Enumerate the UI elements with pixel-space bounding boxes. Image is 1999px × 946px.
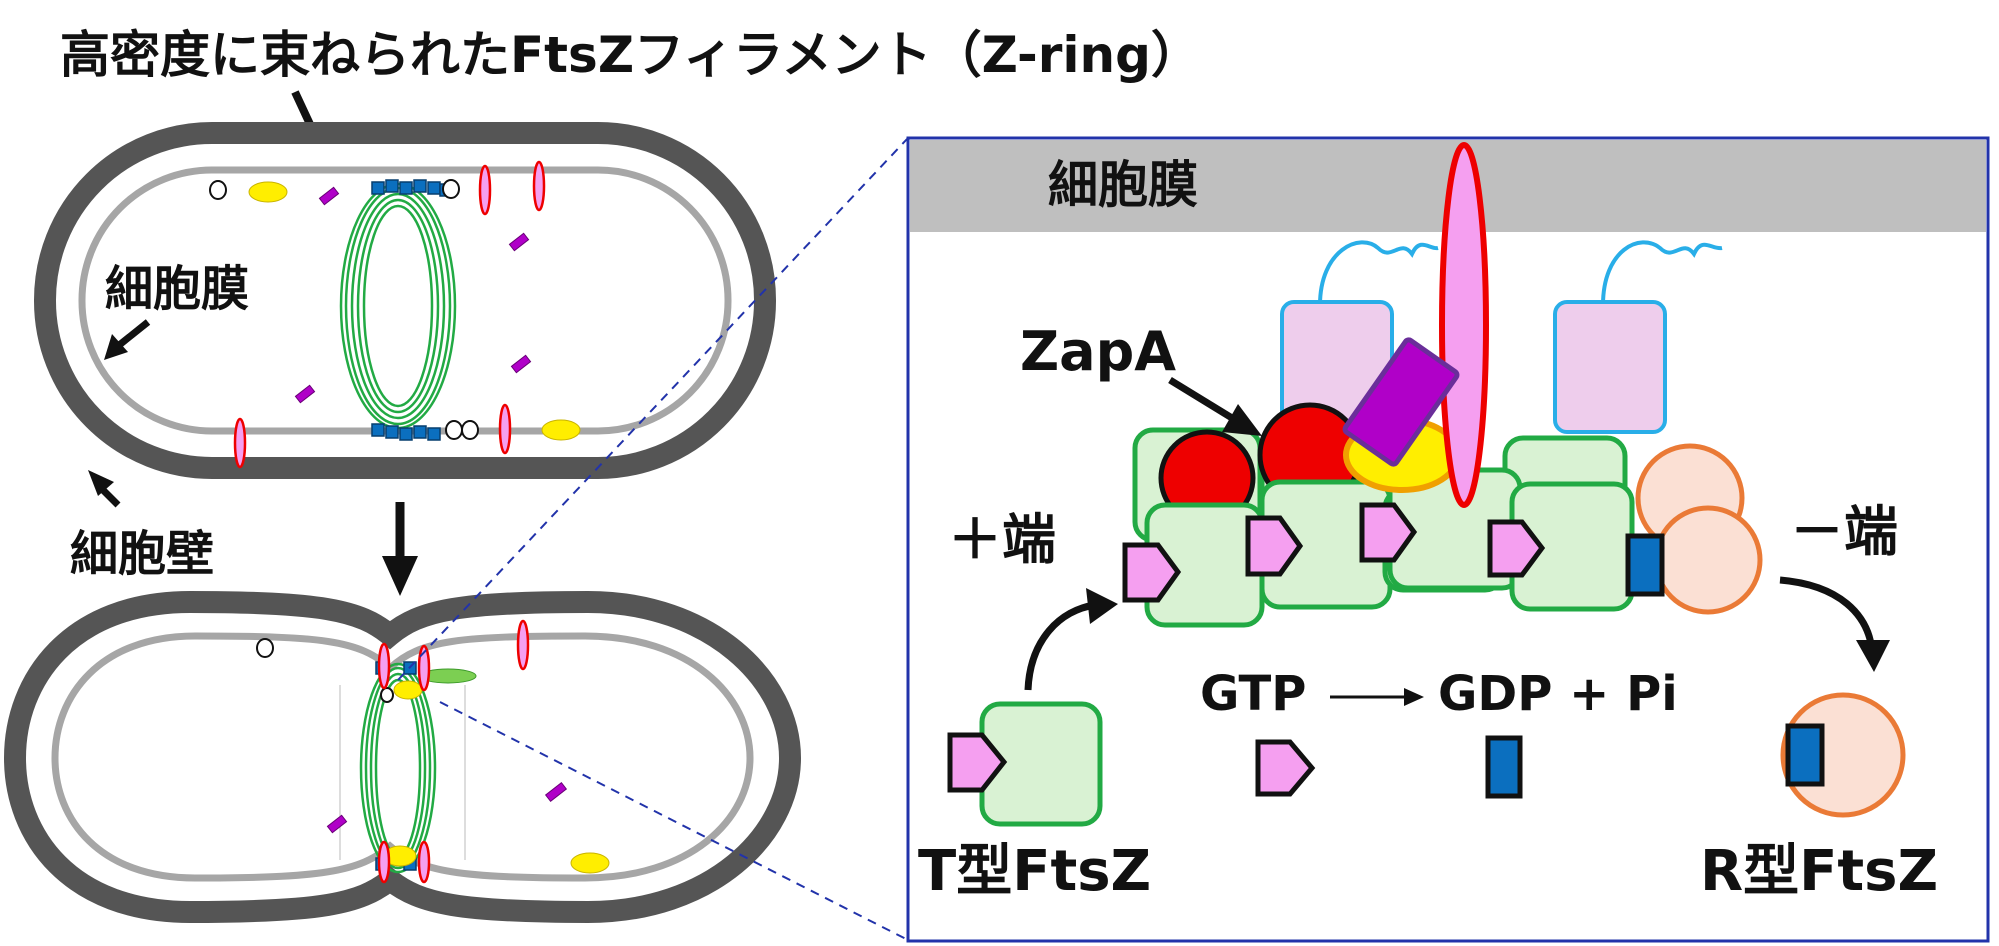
reaction-gtp: GTP xyxy=(1200,666,1306,722)
division-arrow-head xyxy=(382,556,418,596)
cell-wall-bottom xyxy=(3,590,802,924)
r-type-label: R型FtsZ xyxy=(1700,839,1938,904)
small-particles-bottom xyxy=(256,638,394,703)
figure-title: 高密度に束ねられたFtsZフィラメント（Z-ring） xyxy=(60,26,1201,84)
zoom-line-bottom xyxy=(439,701,909,941)
release-arrow xyxy=(1779,576,1876,651)
transmembrane-protein-detail xyxy=(1439,142,1489,508)
zapa-label: ZapA xyxy=(1020,320,1176,383)
membrane-label-left: 細胞膜 xyxy=(105,261,249,317)
transmembrane-proteins-bottom xyxy=(377,619,530,884)
binding-arrow xyxy=(1024,601,1096,691)
t-type-label: T型FtsZ xyxy=(918,839,1151,904)
gtp-markers-filament xyxy=(1122,502,1546,603)
zapa-arrow-head xyxy=(1222,404,1262,436)
yellow-protein xyxy=(248,181,288,203)
wall-label-arrow-head xyxy=(88,470,114,496)
rod-cell-before-division xyxy=(34,122,776,479)
membrane-label-arrow-head xyxy=(104,334,128,360)
r-type-ftsz-end xyxy=(1635,443,1763,615)
cell-membrane-bottom xyxy=(51,632,754,882)
gdp-marker-filament xyxy=(1625,533,1665,597)
plus-end-label: ＋端 xyxy=(948,508,1056,571)
zapa-arrow xyxy=(1168,377,1234,421)
purple-proteins-bottom xyxy=(326,781,568,834)
purple-proteins-top xyxy=(294,186,532,404)
cell-wall-top xyxy=(34,122,776,479)
dividing-cell xyxy=(3,590,802,924)
gtp-symbol xyxy=(1255,739,1316,797)
zoom-line-top xyxy=(397,137,909,681)
r-type-gdp-marker xyxy=(1785,723,1825,787)
membrane-label-arrow xyxy=(115,319,151,349)
t-type-gtp-marker xyxy=(947,732,1008,793)
yellow-protein xyxy=(393,680,423,700)
membrane-anchor-right xyxy=(1553,240,1723,434)
detail-membrane-label: 細胞膜 xyxy=(1048,156,1198,214)
gdp-symbol xyxy=(1485,735,1523,799)
yellow-protein xyxy=(570,852,610,874)
transmembrane-proteins-top xyxy=(233,160,546,469)
purple-rod-protein xyxy=(1342,337,1460,467)
small-particles-top xyxy=(209,179,479,440)
binding-arrow-head xyxy=(1086,588,1118,624)
reaction-products: GDP + Pi xyxy=(1438,666,1678,722)
reaction-arrow-head xyxy=(1404,688,1424,706)
detail-panel: 細胞膜 xyxy=(906,136,1990,943)
minus-end-label: －端 xyxy=(1790,500,1898,563)
wall-label-left: 細胞壁 xyxy=(70,526,214,582)
yellow-protein xyxy=(541,419,581,441)
release-arrow-head xyxy=(1856,640,1890,672)
